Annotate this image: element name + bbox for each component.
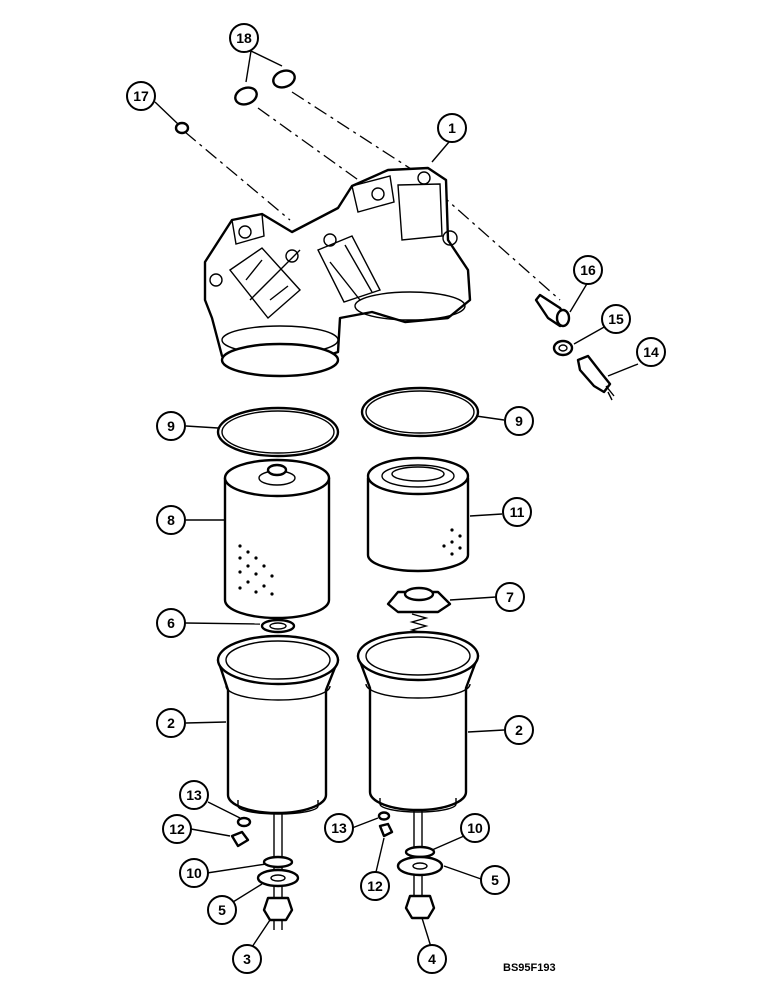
svg-text:3: 3 xyxy=(243,951,251,967)
callout-10-left: 10 xyxy=(179,858,209,888)
callout-17: 18 xyxy=(229,23,259,53)
drain-12-right xyxy=(378,822,394,838)
callout-10-right: 10 xyxy=(460,813,490,843)
callout-8: 8 xyxy=(156,505,186,535)
washer-15 xyxy=(552,339,574,357)
filter-element-11-holes xyxy=(442,528,462,556)
callout-9-right: 9 xyxy=(504,406,534,436)
washer-stack-right xyxy=(396,845,444,920)
callout-11: 11 xyxy=(502,497,532,527)
callout-3: 3 xyxy=(232,944,262,974)
svg-text:7: 7 xyxy=(506,589,514,605)
filter-element-8 xyxy=(223,458,331,620)
callout-2-right: 2 xyxy=(504,715,534,745)
callout-6: 6 xyxy=(156,608,186,638)
filter-element-11 xyxy=(366,456,470,573)
leader-lines xyxy=(154,50,639,948)
svg-text:13: 13 xyxy=(186,787,202,803)
svg-text:5: 5 xyxy=(218,902,226,918)
svg-text:10: 10 xyxy=(467,820,483,836)
plug-13-right xyxy=(377,811,391,821)
callout-4: 4 xyxy=(417,944,447,974)
callout-12-left: 12 xyxy=(162,814,192,844)
callout-15: 15 xyxy=(601,304,631,334)
callout-13-left: 13 xyxy=(179,780,209,810)
svg-text:12: 12 xyxy=(367,878,383,894)
o-ring-18 xyxy=(174,121,190,135)
svg-text:2: 2 xyxy=(515,722,523,738)
svg-text:10: 10 xyxy=(186,865,202,881)
filter-bowl-left xyxy=(216,634,340,930)
callout-14: 14 xyxy=(636,337,666,367)
callout-13-right: 13 xyxy=(324,813,354,843)
sensor-14 xyxy=(576,354,615,401)
callout-16: 16 xyxy=(573,255,603,285)
callout-9-left: 9 xyxy=(156,411,186,441)
o-rings-17 xyxy=(234,69,296,106)
callout-18: 17 xyxy=(126,81,156,111)
svg-text:12: 12 xyxy=(169,821,185,837)
drain-12-left xyxy=(230,830,250,848)
callout-7: 7 xyxy=(495,582,525,612)
seal-ring-left xyxy=(216,406,340,458)
svg-text:18: 18 xyxy=(236,30,252,46)
callout-1: 1 xyxy=(437,113,467,143)
svg-text:17: 17 xyxy=(133,88,149,104)
seal-ring-right xyxy=(360,386,480,438)
filter-bowl-right xyxy=(356,630,480,900)
svg-text:15: 15 xyxy=(608,311,624,327)
washer-stack-left xyxy=(256,855,300,922)
callout-5-left: 5 xyxy=(207,895,237,925)
svg-text:16: 16 xyxy=(580,262,596,278)
svg-text:9: 9 xyxy=(167,418,175,434)
bolt-16 xyxy=(534,293,571,328)
svg-text:5: 5 xyxy=(491,872,499,888)
svg-text:1: 1 xyxy=(448,120,456,136)
svg-text:11: 11 xyxy=(510,504,525,520)
filter-element-8-holes xyxy=(238,544,274,596)
svg-text:2: 2 xyxy=(167,715,175,731)
svg-text:6: 6 xyxy=(167,615,175,631)
spring-seat-7 xyxy=(386,586,452,639)
svg-text:8: 8 xyxy=(167,512,175,528)
svg-text:4: 4 xyxy=(428,951,436,967)
svg-text:14: 14 xyxy=(643,344,659,360)
figure-code: BS95F193 xyxy=(503,962,556,974)
svg-text:9: 9 xyxy=(515,413,523,429)
svg-text:13: 13 xyxy=(331,820,347,836)
callout-12-right: 12 xyxy=(360,871,390,901)
filter-head xyxy=(203,166,472,378)
alignment-lines xyxy=(184,91,561,301)
plug-13-left xyxy=(236,816,252,828)
callout-2-left: 2 xyxy=(156,708,186,738)
callout-5-right: 5 xyxy=(480,865,510,895)
